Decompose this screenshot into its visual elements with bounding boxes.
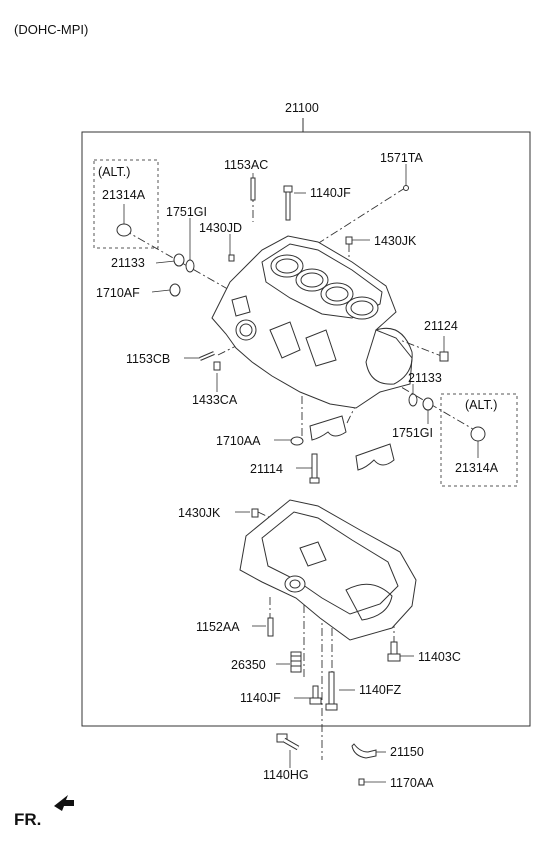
part-21314A-right: 21314A (455, 461, 499, 475)
oring-1751GI-right (408, 393, 418, 407)
assembly-frame (81, 131, 531, 727)
alt-box-left (93, 159, 159, 249)
oring-1710AF (169, 283, 181, 297)
bolt-21114 (309, 453, 320, 484)
alt-tag-left: (ALT.) (98, 165, 131, 179)
leader-lines (123, 164, 479, 783)
part-1140HG: 1140HG (263, 768, 309, 782)
part-1430JK-top: 1430JK (374, 234, 417, 248)
oring-1751GI-left (185, 259, 195, 273)
oil-sensor-26350 (290, 651, 302, 673)
plug-21124 (439, 351, 449, 362)
part-1751GI-left: 1751GI (166, 205, 208, 219)
pin-1153CB (199, 351, 215, 361)
bolt-1170AA (358, 778, 365, 786)
part-21124: 21124 (424, 319, 458, 333)
part-1153CB: 1153CB (126, 352, 171, 366)
bolt-1140JF-top (283, 185, 293, 221)
part-1710AA: 1710AA (216, 434, 261, 448)
bolt-11403C (387, 641, 401, 662)
dowel-1430JK-bottom (251, 508, 259, 518)
part-1140JF-top: 1140JF (310, 186, 351, 200)
dowel-1430JD (228, 254, 235, 262)
plug-1571TA (403, 185, 409, 191)
part-1140FZ: 1140FZ (359, 683, 402, 697)
bolt-1140FZ (325, 671, 338, 711)
seal-21133-right (422, 397, 434, 411)
bearing-cap-2 (355, 443, 395, 471)
engine-type-label: (DOHC-MPI) (14, 22, 89, 37)
part-1751GI-right: 1751GI (392, 426, 434, 440)
alt-tag-right: (ALT.) (465, 398, 498, 412)
plug-21314A-left (116, 223, 132, 237)
part-11403C: 11403C (418, 650, 461, 664)
part-26350: 26350 (231, 658, 266, 672)
part-1152AA: 1152AA (196, 620, 240, 634)
bearing-cap-1 (309, 415, 347, 441)
part-1571TA: 1571TA (380, 151, 423, 165)
part-1153AC: 1153AC (224, 158, 269, 172)
part-1170AA: 1170AA (390, 776, 434, 790)
front-direction-label: FR. (14, 810, 42, 829)
front-arrow-icon (54, 795, 74, 811)
part-21133-right: 21133 (408, 371, 442, 385)
pin-1153AC (250, 177, 256, 201)
part-21314A-left: 21314A (102, 188, 146, 202)
bolt-1140JF-bottom (309, 685, 322, 705)
part-21114: 21114 (250, 462, 283, 476)
part-21150: 21150 (390, 745, 424, 759)
bolt-1140HG (276, 733, 300, 751)
part-21100: 21100 (285, 101, 319, 115)
seal-21133-left (173, 253, 185, 267)
part-1710AF: 1710AF (96, 286, 140, 300)
dowel-1430JK-top (345, 236, 353, 245)
pin-1152AA (267, 617, 274, 637)
oring-1710AA (290, 436, 304, 446)
plug-21314A-right (470, 426, 486, 442)
part-1433CA: 1433CA (192, 393, 238, 407)
alt-box-right (440, 393, 518, 487)
bracket-21150 (351, 743, 377, 759)
part-1430JK-bottom: 1430JK (178, 506, 221, 520)
part-1140JF-bottom: 1140JF (240, 691, 281, 705)
lower-crankcase (239, 499, 417, 641)
plug-1433CA (213, 361, 221, 371)
part-1430JD: 1430JD (199, 221, 243, 235)
part-21133-left: 21133 (111, 256, 145, 270)
cylinder-block (211, 235, 413, 409)
